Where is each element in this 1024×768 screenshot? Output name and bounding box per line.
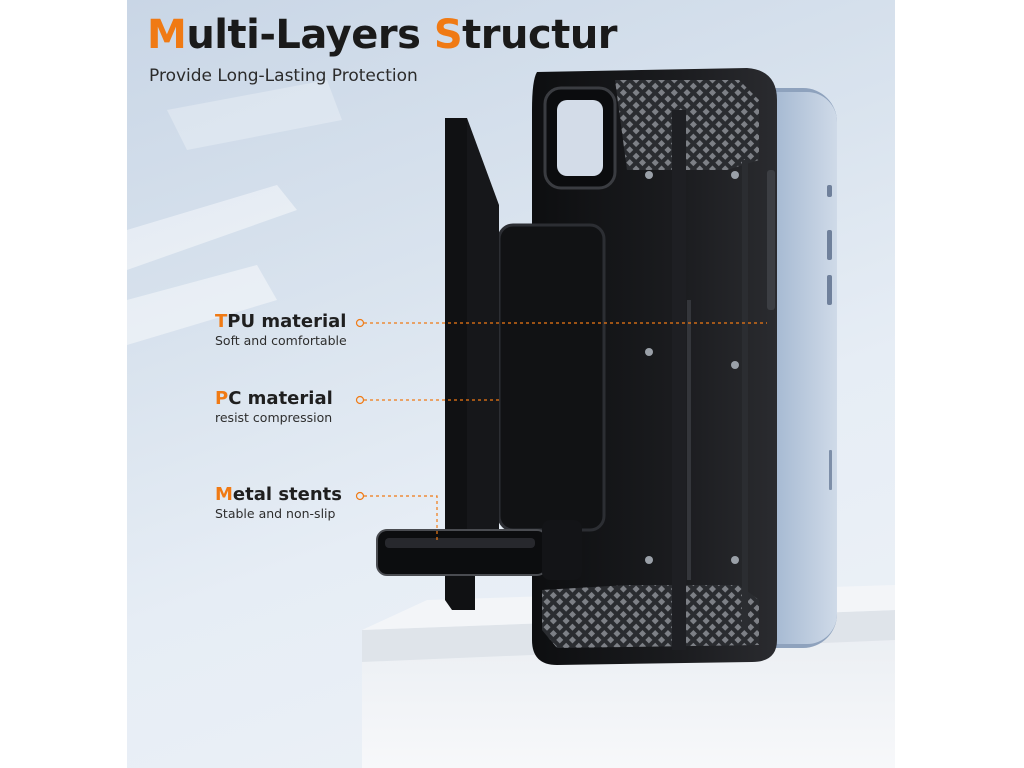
callout-tpu-initial: T xyxy=(215,311,228,332)
headline-initial-2: S xyxy=(433,12,463,58)
headline: Multi-Layers Structur xyxy=(147,12,618,58)
callout-metal-initial: M xyxy=(215,484,233,505)
callout-pc-rest: C material xyxy=(228,388,333,409)
callout-metal-rest: etal stents xyxy=(232,484,342,505)
product-illustration xyxy=(127,68,895,768)
callout-pc-initial: P xyxy=(215,388,229,409)
callout-tpu-rest: PU material xyxy=(227,311,347,332)
headline-initial-1: M xyxy=(147,12,187,58)
case-back xyxy=(497,68,777,665)
case-frame-layer xyxy=(445,118,499,610)
product-scene: Multi-Layers Structur Provide Long-Lasti… xyxy=(127,0,895,768)
window-light xyxy=(127,80,342,345)
callout-tpu-desc: Soft and comfortable xyxy=(215,333,347,348)
callout-metal: Metal stents Stable and non-slip xyxy=(215,484,342,521)
headline-part-1: ulti-Layers xyxy=(186,12,434,58)
callout-tpu: TPU material Soft and comfortable xyxy=(215,311,347,348)
callout-pc: PC material resist compression xyxy=(215,388,333,425)
callout-metal-title: Metal stents xyxy=(215,484,342,505)
callout-pc-title: PC material xyxy=(215,388,333,409)
callout-lines xyxy=(355,318,767,540)
headline-part-2: tructur xyxy=(462,12,618,58)
callout-metal-desc: Stable and non-slip xyxy=(215,506,336,521)
kickstand xyxy=(376,520,582,580)
callout-pc-desc: resist compression xyxy=(215,410,333,425)
callout-tpu-title: TPU material xyxy=(215,311,347,332)
subheadline: Provide Long-Lasting Protection xyxy=(149,66,418,86)
